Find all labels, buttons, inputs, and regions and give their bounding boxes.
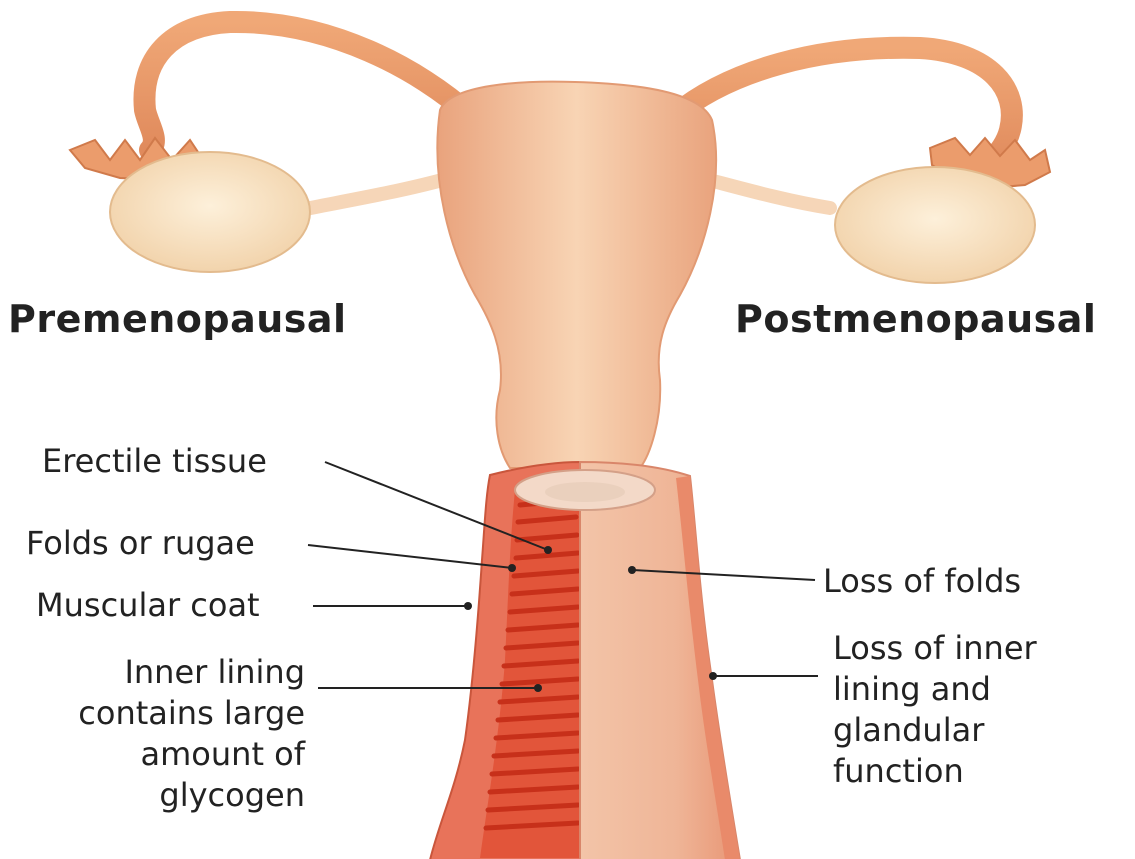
postmenopausal-heading: Postmenopausal <box>735 297 1096 341</box>
loss-inner-lining-line-4: function <box>833 751 1037 792</box>
dot-folds-or-rugae <box>508 564 516 572</box>
left-fallopian-tube <box>144 22 470 150</box>
premenopausal-heading: Premenopausal <box>8 297 347 341</box>
dot-loss-of-folds <box>628 566 636 574</box>
inner-lining-line-4: glycogen <box>78 775 305 816</box>
dot-loss-of-inner-lining <box>709 672 717 680</box>
label-loss-of-inner-lining: Loss of inner lining and glandular funct… <box>833 628 1037 792</box>
loss-inner-lining-line-3: glandular <box>833 710 1037 751</box>
label-inner-lining: Inner lining contains large amount of gl… <box>78 652 305 816</box>
dot-inner-lining <box>534 684 542 692</box>
label-loss-of-folds: Loss of folds <box>823 561 1021 602</box>
right-ovary <box>835 167 1035 283</box>
dot-erectile-tissue <box>544 546 552 554</box>
left-ovarian-ligament <box>300 175 460 210</box>
inner-lining-line-1: Inner lining <box>78 652 305 693</box>
inner-lining-line-3: amount of <box>78 734 305 775</box>
left-ovary <box>110 152 310 272</box>
label-folds-or-rugae: Folds or rugae <box>26 523 255 564</box>
dot-muscular-coat <box>464 602 472 610</box>
cervix <box>545 482 625 502</box>
inner-lining-line-2: contains large <box>78 693 305 734</box>
label-erectile-tissue: Erectile tissue <box>42 441 267 482</box>
loss-inner-lining-line-1: Loss of inner <box>833 628 1037 669</box>
uterus <box>437 82 716 468</box>
loss-inner-lining-line-2: lining and <box>833 669 1037 710</box>
label-muscular-coat: Muscular coat <box>36 585 260 626</box>
